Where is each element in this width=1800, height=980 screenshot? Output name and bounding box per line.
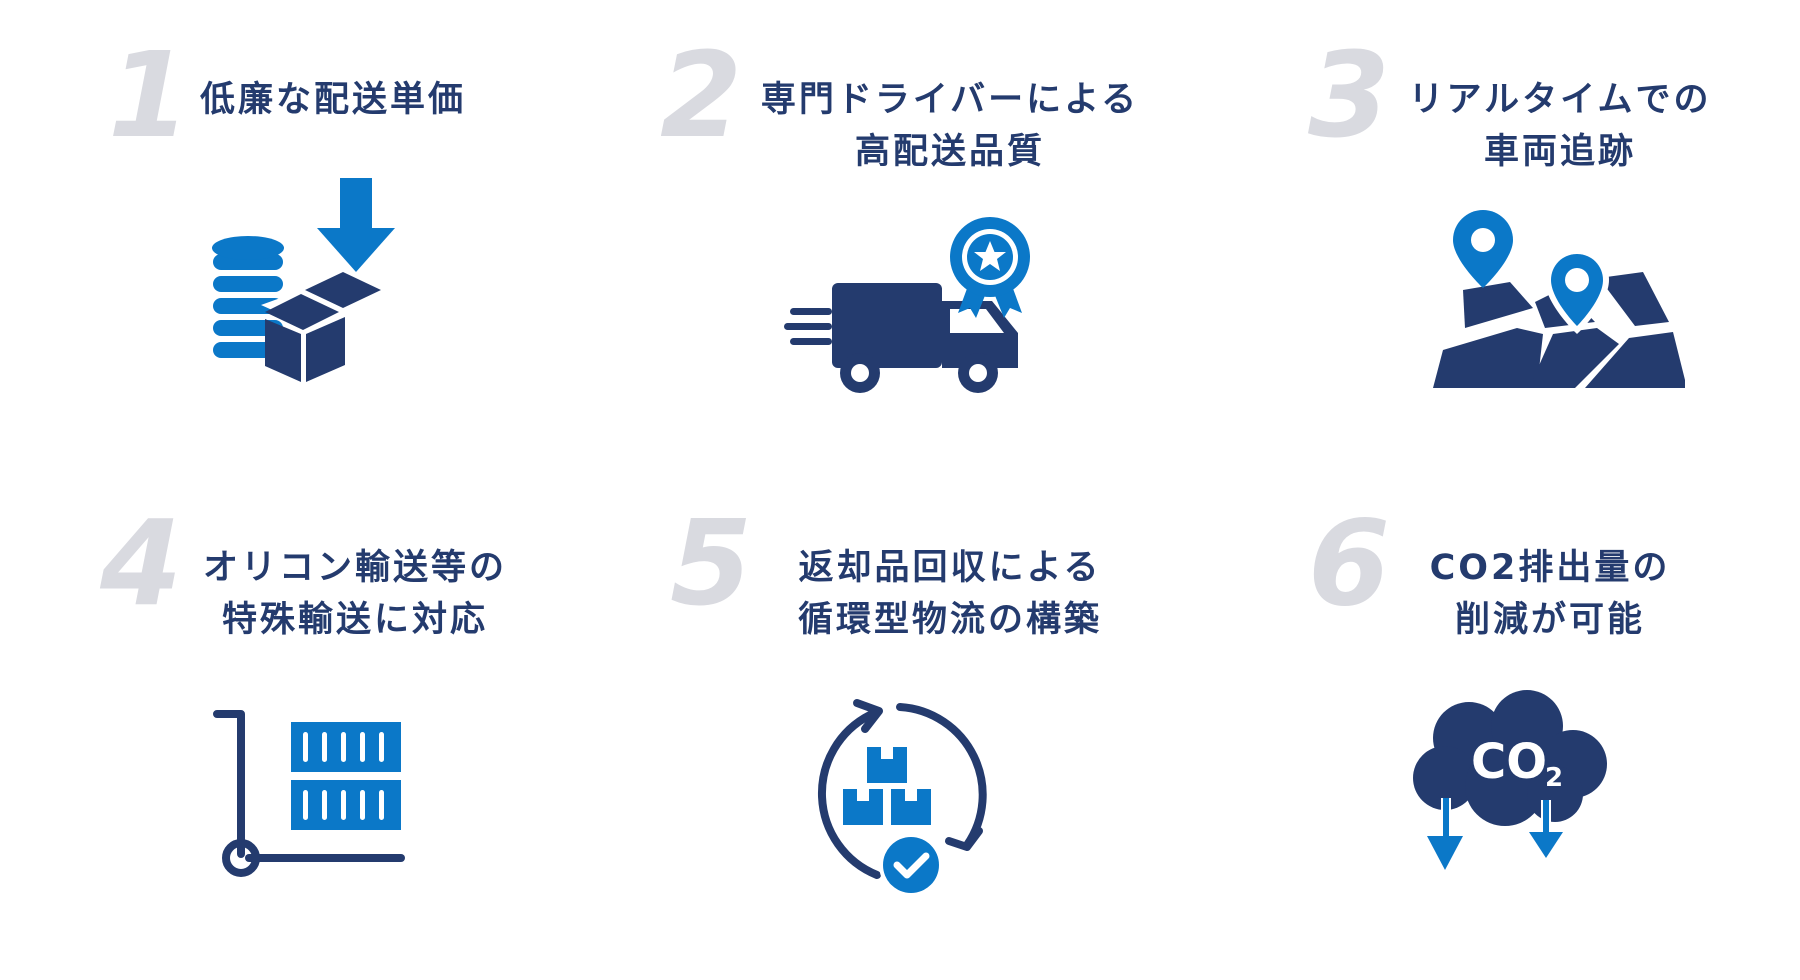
feature-1: 1 低廉な配送単価 <box>0 0 600 470</box>
feature-5: 5 返却品回収による 循環型物流の構築 <box>600 470 1200 940</box>
feature-2: 2 専門ドライバーによる 高配送品質 <box>600 0 1200 470</box>
feature-title: オリコン輸送等の 特殊輸送に対応 <box>190 542 520 646</box>
feature-number: 1 <box>108 26 191 164</box>
feature-number: 6 <box>1308 494 1391 632</box>
feature-6: 6 CO2排出量の 削減が可能 CO 2 <box>1200 470 1800 940</box>
feature-title-line: 車両追跡 <box>1483 132 1636 172</box>
feature-title-line: リアルタイムでの <box>1408 80 1712 120</box>
coins-box-price-down-icon <box>212 178 395 382</box>
map-location-pins-icon <box>1433 210 1685 388</box>
feature-number: 3 <box>1308 26 1391 164</box>
delivery-truck-award-icon <box>784 217 1030 393</box>
co2-cloud-reduction-icon: CO 2 <box>1413 690 1607 870</box>
co2-subscript: 2 <box>1545 763 1563 793</box>
feature-title-line: 高配送品質 <box>854 132 1045 172</box>
recycle-boxes-check-icon <box>818 699 987 897</box>
feature-title-line: 低廉な配送単価 <box>200 80 467 120</box>
feature-number: 2 <box>660 26 743 164</box>
feature-title-line: 専門ドライバーによる <box>760 80 1140 120</box>
feature-title-line: 返却品回収による <box>798 548 1102 588</box>
feature-3: 3 リアルタイムでの 車両追跡 <box>1200 0 1800 470</box>
hand-truck-containers-icon <box>213 710 405 877</box>
feature-title: 専門ドライバーによる 高配送品質 <box>760 74 1140 178</box>
feature-4: 4 オリコン輸送等の 特殊輸送に対応 <box>0 470 600 940</box>
co2-text: CO <box>1471 734 1547 790</box>
feature-title: CO2排出量の 削減が可能 <box>1400 542 1700 646</box>
feature-title-line: CO2排出量の <box>1429 548 1671 588</box>
feature-title-line: 削減が可能 <box>1454 600 1645 640</box>
feature-title: 低廉な配送単価 <box>200 74 466 126</box>
feature-title: リアルタイムでの 車両追跡 <box>1400 74 1720 178</box>
feature-number: 5 <box>670 494 753 632</box>
feature-title-line: オリコン輸送等の <box>202 548 507 588</box>
feature-title: 返却品回収による 循環型物流の構築 <box>760 542 1140 646</box>
feature-title-line: 特殊輸送に対応 <box>221 600 488 640</box>
feature-title-line: 循環型物流の構築 <box>797 600 1102 640</box>
feature-number: 4 <box>100 494 183 632</box>
